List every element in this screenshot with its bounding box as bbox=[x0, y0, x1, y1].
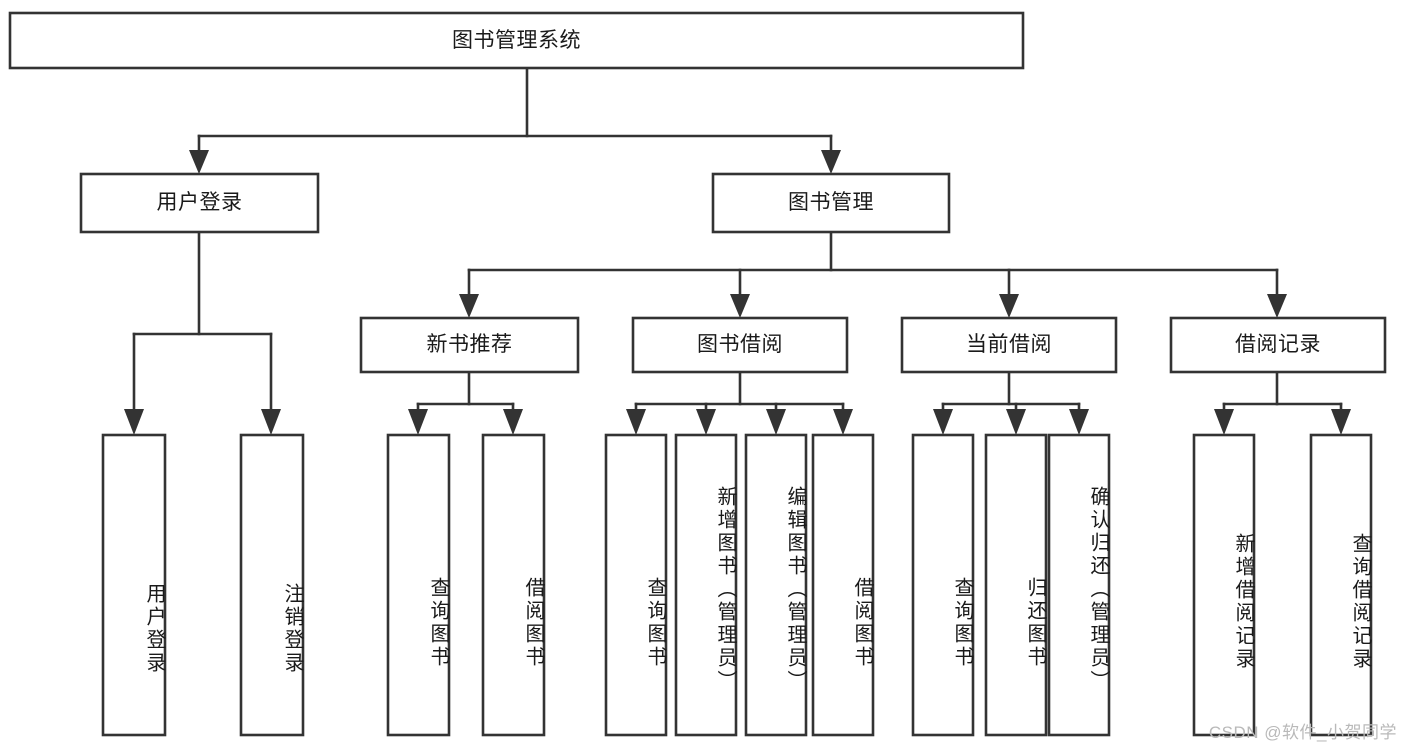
node-box-leaf-query-book-2[interactable] bbox=[604, 433, 668, 737]
node-box-leaf-borrow-book-1[interactable] bbox=[481, 433, 546, 737]
node-box-leaf-return-book[interactable] bbox=[984, 433, 1048, 737]
arrowhead-book-manage bbox=[821, 150, 841, 174]
arrowhead-borrow-record bbox=[1267, 294, 1287, 318]
node-box-book-manage[interactable] bbox=[711, 172, 951, 234]
arrowhead-leaf-confirm-return bbox=[1069, 409, 1089, 435]
arrowhead-leaf-query-record bbox=[1331, 409, 1351, 435]
node-box-leaf-user-login[interactable] bbox=[101, 433, 167, 737]
node-box-leaf-borrow-book-2[interactable] bbox=[811, 433, 875, 737]
node-box-root[interactable] bbox=[8, 11, 1025, 70]
node-box-leaf-add-record[interactable] bbox=[1192, 433, 1256, 737]
arrowhead-leaf-return-book bbox=[1006, 409, 1026, 435]
node-box-leaf-query-book-1[interactable] bbox=[386, 433, 451, 737]
node-box-leaf-add-book[interactable] bbox=[674, 433, 738, 737]
arrowhead-book-borrow bbox=[730, 294, 750, 318]
node-box-layer bbox=[8, 11, 1387, 737]
arrowhead-new-book-recommend bbox=[459, 294, 479, 318]
arrowhead-leaf-user-login bbox=[124, 409, 144, 435]
node-box-book-borrow[interactable] bbox=[631, 316, 849, 374]
arrowhead-leaf-edit-book bbox=[766, 409, 786, 435]
connector-layer bbox=[124, 66, 1351, 435]
arrowhead-leaf-query-book-1 bbox=[408, 409, 428, 435]
arrowhead-leaf-borrow-book-2 bbox=[833, 409, 853, 435]
node-box-leaf-query-book-3[interactable] bbox=[911, 433, 975, 737]
node-box-borrow-record[interactable] bbox=[1169, 316, 1387, 374]
node-box-new-book-recommend[interactable] bbox=[359, 316, 580, 374]
arrowhead-leaf-query-book-3 bbox=[933, 409, 953, 435]
csdn-watermark: CSDN @软件_小贺同学 bbox=[1208, 723, 1397, 742]
arrowhead-current-borrow bbox=[999, 294, 1019, 318]
node-box-user-login[interactable] bbox=[79, 172, 320, 234]
node-box-leaf-confirm-return[interactable] bbox=[1047, 433, 1111, 737]
arrowhead-leaf-query-book-2 bbox=[626, 409, 646, 435]
node-box-leaf-edit-book[interactable] bbox=[744, 433, 808, 737]
node-box-leaf-user-logout[interactable] bbox=[239, 433, 305, 737]
arrowhead-leaf-add-book bbox=[696, 409, 716, 435]
arrowhead-leaf-add-record bbox=[1214, 409, 1234, 435]
arrowhead-user-login bbox=[189, 150, 209, 174]
node-box-leaf-query-record[interactable] bbox=[1309, 433, 1373, 737]
arrowhead-leaf-user-logout bbox=[261, 409, 281, 435]
arrowhead-leaf-borrow-book-1 bbox=[503, 409, 523, 435]
node-box-current-borrow[interactable] bbox=[900, 316, 1118, 374]
